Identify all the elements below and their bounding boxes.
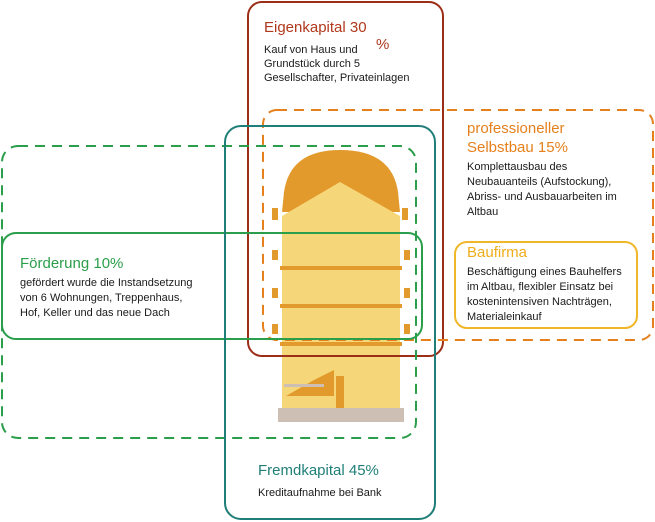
baufirma-text-4: Materialeinkauf [467, 311, 542, 323]
selbstbau-title-1: professioneller [467, 120, 565, 137]
selbstbau-text-4: Altbau [467, 206, 499, 218]
baufirma-text-3: kostenintensiven Nachträgen, [467, 296, 612, 308]
eigenkapital-text-3: Gesellschafter, Privateinlagen [264, 72, 410, 84]
foerderung-text-1: gefördert wurde die Instandsetzung [20, 277, 193, 289]
fremdkapital-box [224, 125, 436, 520]
building-illustration [272, 150, 410, 422]
building-floor-1 [282, 232, 400, 266]
eigenkapital-box [247, 1, 444, 357]
building-stairs [286, 370, 334, 396]
selbstbau-title-2: Selbstbau 15% [467, 139, 568, 156]
building-roof-dome [282, 150, 400, 212]
foerderung-text-3: Hof, Keller und das neue Dach [20, 307, 170, 319]
building-floor-2 [282, 270, 400, 304]
selbstbau-text-3: Abriss- und Ausbauarbeiten im [467, 191, 617, 203]
foerderung-title: Förderung 10% [20, 255, 124, 272]
fremdkapital-text-1: Kreditaufnahme bei Bank [258, 487, 382, 499]
fremdkapital-title: Fremdkapital 45% [258, 462, 379, 479]
selbstbau-text-1: Komplettausbau des [467, 161, 568, 173]
building-floor-3 [282, 308, 400, 342]
building-roof-gable [282, 182, 400, 232]
building-base [278, 408, 404, 422]
baufirma-text-2: im Altbau, flexibler Einsatz bei [467, 281, 614, 293]
baufirma-box [454, 241, 638, 329]
baufirma-text-1: Beschäftigung eines Bauhelfers [467, 266, 622, 278]
eigenkapital-title: Eigenkapital 30 [264, 19, 367, 36]
selbstbau-text-2: Neubauanteils (Aufstockung), [467, 176, 612, 188]
eigenkapital-text-1: Kauf von Haus und [264, 44, 358, 56]
foerderung-text-2: von 6 Wohnungen, Treppenhaus, [20, 292, 183, 304]
eigenkapital-text-2: Grundstück durch 5 [264, 58, 360, 70]
eigenkapital-title-suffix: % [376, 36, 390, 53]
foerderung-box-solid [1, 232, 423, 340]
baufirma-title: Baufirma [467, 244, 528, 261]
selbstbau-box [262, 109, 654, 341]
